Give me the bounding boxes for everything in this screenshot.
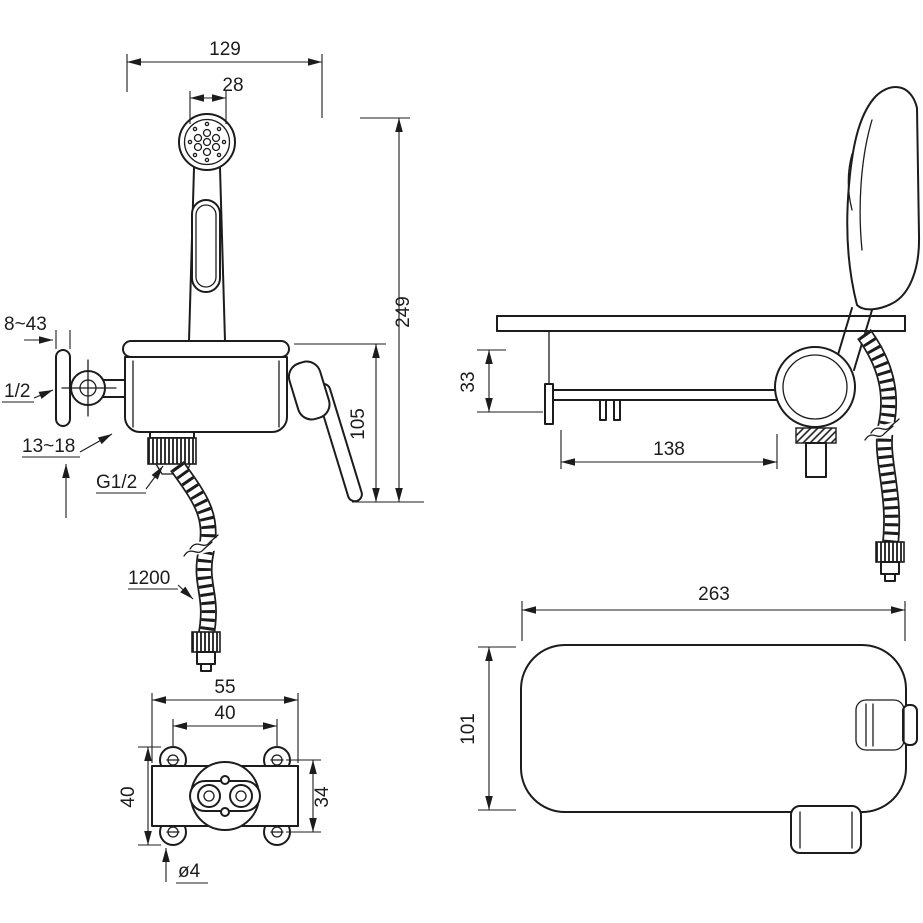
wall-bracket-plate <box>122 340 290 358</box>
side-view: 33 138 <box>458 86 921 582</box>
label-outlet-thread: G1/2 <box>96 472 137 493</box>
front-view-dimensions: 129 28 8~43 1/2 13~18 G1/2 <box>2 39 424 600</box>
dim-body-height: 105 <box>348 408 369 440</box>
mounting-view: 55 40 40 34 ø4 <box>118 677 333 884</box>
dim-rail-length: 138 <box>653 439 685 460</box>
valve-core <box>189 761 261 831</box>
spray-head <box>178 113 236 171</box>
hand-shower-handle <box>188 167 226 342</box>
hose-clamp <box>795 427 837 444</box>
label-inlet-thread: 1/2 <box>4 381 30 402</box>
dim-overall-height: 249 <box>393 296 414 328</box>
dim-hose-length: 1200 <box>128 568 170 589</box>
shower-head-clip <box>902 704 918 746</box>
dim-holder-drop: 33 <box>458 371 479 392</box>
dim-hole-diameter: ø4 <box>178 861 201 882</box>
shower-hose <box>170 461 233 672</box>
holder-ring <box>774 346 856 478</box>
dim-shelf-length: 263 <box>698 584 730 605</box>
dim-hole-pitch-horizontal: 40 <box>214 703 235 724</box>
dim-ear-pitch: 34 <box>312 786 333 808</box>
side-view-dimensions: 33 138 <box>458 349 778 469</box>
mounting-view-dimensions: 55 40 40 34 ø4 <box>118 677 333 884</box>
coiled-hose <box>857 328 910 582</box>
holder-recess <box>855 699 905 751</box>
shelf-profile <box>496 315 906 332</box>
dim-shelf-depth: 101 <box>458 713 479 745</box>
dim-plate-width: 55 <box>214 677 235 698</box>
dim-mount-depth-range: 8~43 <box>4 314 47 335</box>
dim-wall-gap-range: 13~18 <box>22 436 75 457</box>
outlet-nut <box>147 431 197 475</box>
dim-overall-width: 129 <box>209 39 241 60</box>
dim-hole-pitch-vertical: 40 <box>118 786 139 807</box>
dim-head-width: 28 <box>222 75 243 96</box>
mixer-body <box>124 356 288 433</box>
outlet-pipe <box>805 442 827 478</box>
front-view: 129 28 8~43 1/2 13~18 G1/2 <box>2 39 424 672</box>
hand-shower-profile <box>833 86 921 371</box>
pipe-break-mark <box>864 425 894 441</box>
shelf-outline <box>520 644 907 813</box>
hose-end-fitting <box>875 541 905 563</box>
top-view: 263 101 <box>458 584 918 854</box>
pipe-break-mark <box>183 541 213 557</box>
lever-handle <box>287 360 363 503</box>
top-view-dimensions: 263 101 <box>458 584 906 811</box>
mixer-top <box>790 805 862 854</box>
hose-end-fitting <box>191 631 221 653</box>
